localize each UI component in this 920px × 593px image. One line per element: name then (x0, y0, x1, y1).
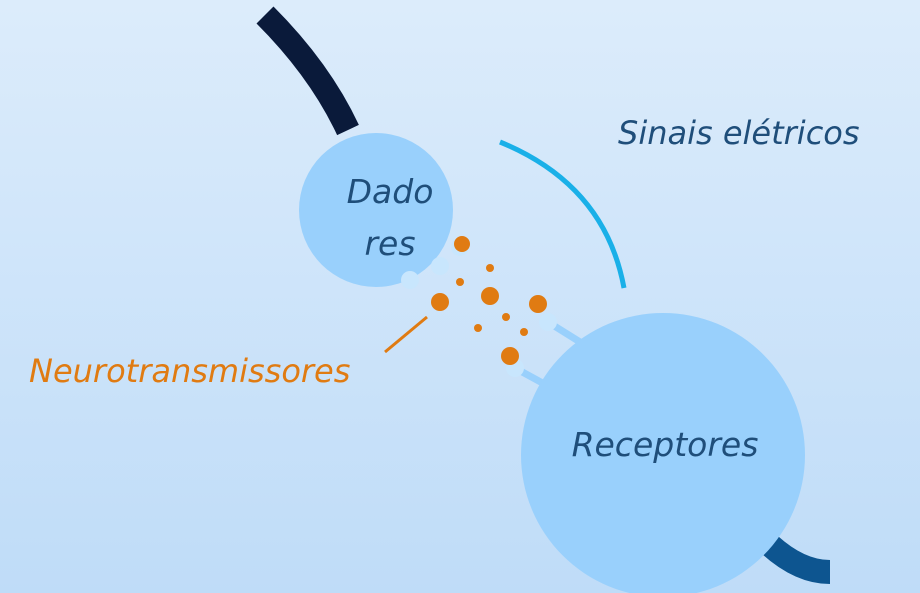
neurotransmitter-dot (431, 293, 449, 311)
neurotransmitter-dot (456, 278, 464, 286)
postsynaptic-axon (761, 535, 831, 584)
neurotransmitter-dot (520, 328, 528, 336)
neurotransmissores-label: Neurotransmissores (29, 352, 351, 390)
neurotransmitter-dot (501, 347, 519, 365)
neurotransmitter-dot (474, 324, 482, 332)
neurotransmitter-pointer-line (384, 315, 428, 354)
signal-arc (499, 139, 627, 289)
dadores-label: Dado res (320, 166, 460, 270)
neurotransmitter-dot (486, 264, 494, 272)
vesicle-bump (401, 271, 419, 289)
dadores-label-line2: res (364, 224, 416, 263)
vesicle-bump (431, 257, 449, 275)
dadores-label-line1: Dado (346, 172, 434, 211)
neurotransmitter-dot (529, 295, 547, 313)
presynaptic-axon (256, 6, 359, 136)
receptor-knob (539, 313, 557, 331)
receptores-label: Receptores (571, 425, 759, 464)
receptores-neuron (521, 313, 805, 593)
neurotransmitter-dot (502, 313, 510, 321)
neurotransmitter-dot (454, 236, 470, 252)
neurotransmitter-dot (481, 287, 499, 305)
dadores-neuron (299, 133, 453, 287)
sinais-eletricos-label: Sinais elétricos (618, 114, 860, 152)
